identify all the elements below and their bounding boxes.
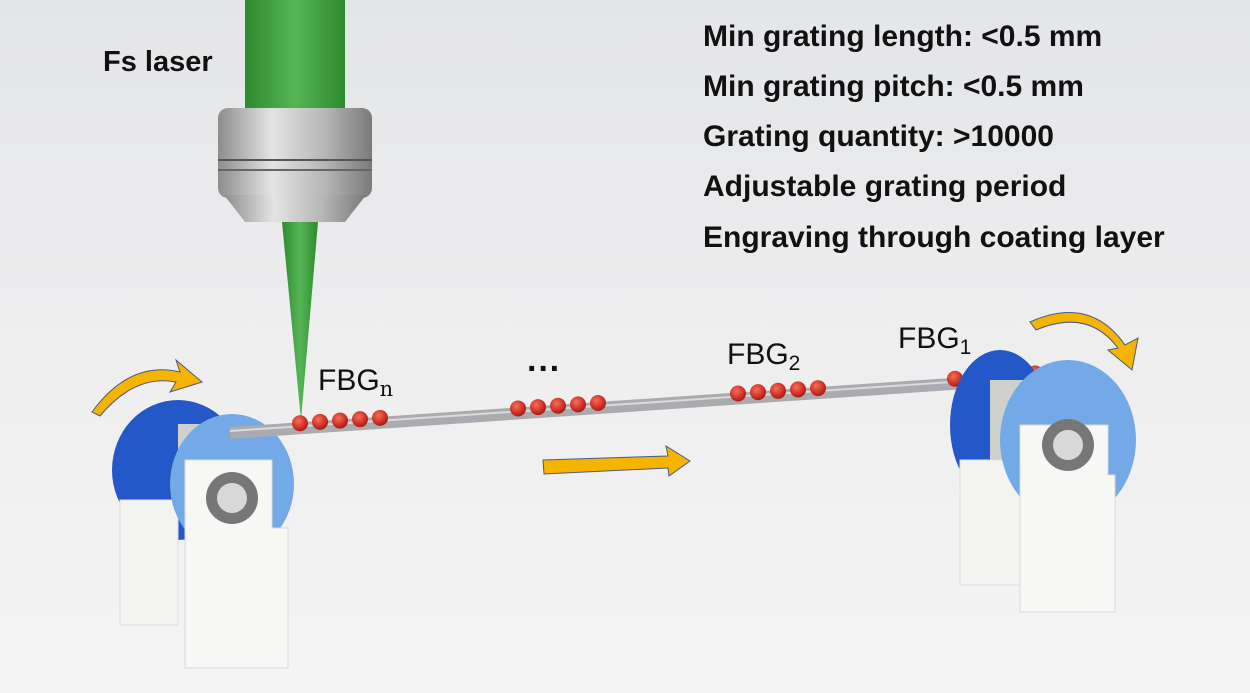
- left-spool: [112, 400, 294, 669]
- grating-dot: [510, 400, 526, 417]
- right-spool: [950, 350, 1136, 613]
- fbg-n-label: FBGn: [318, 364, 393, 401]
- grating-dot: [810, 380, 826, 397]
- rotate-arrow-left-icon: [91, 358, 204, 417]
- fiber-direction-arrow-icon: [542, 444, 691, 477]
- laser-beam: [245, 0, 345, 120]
- spec-line: Adjustable grating period: [703, 170, 1067, 203]
- grating-dot: [530, 399, 546, 416]
- grating-dot: [312, 413, 328, 430]
- laser-head: [218, 108, 372, 222]
- spec-line: Min grating pitch: <0.5 mm: [703, 70, 1084, 103]
- spec-line: Min grating length: <0.5 mm: [703, 20, 1103, 53]
- laser-label: Fs laser: [103, 46, 213, 78]
- fbg-1-label: FBG1: [898, 322, 971, 360]
- grating-dot: [570, 396, 586, 413]
- fbg-2-label: FBG2: [727, 338, 800, 376]
- grating-dot: [790, 381, 806, 398]
- spec-line: Engraving through coating layer: [703, 221, 1165, 254]
- fbg-base: FBG: [898, 322, 960, 355]
- fbg-base: FBG: [318, 364, 380, 397]
- grating-dot: [550, 397, 566, 414]
- ellipsis-label: ···: [527, 350, 561, 388]
- grating-dot: [730, 385, 746, 402]
- fbg-subscript: n: [379, 377, 394, 401]
- grating-dot: [352, 411, 368, 428]
- spec-line: Grating quantity: >10000: [703, 120, 1054, 153]
- focused-beam: [282, 222, 318, 420]
- fbg-base: FBG: [727, 338, 789, 371]
- grating-dot: [332, 412, 348, 429]
- grating-dot: [770, 382, 786, 399]
- grating-dot: [372, 409, 388, 426]
- grating-dot: [750, 384, 766, 401]
- grating-dot: [292, 415, 308, 432]
- rotate-arrow-right-icon: [1029, 312, 1139, 371]
- fbg-subscript: 2: [788, 352, 801, 375]
- grating-dot: [590, 395, 606, 412]
- fbg-subscript: 1: [959, 336, 972, 359]
